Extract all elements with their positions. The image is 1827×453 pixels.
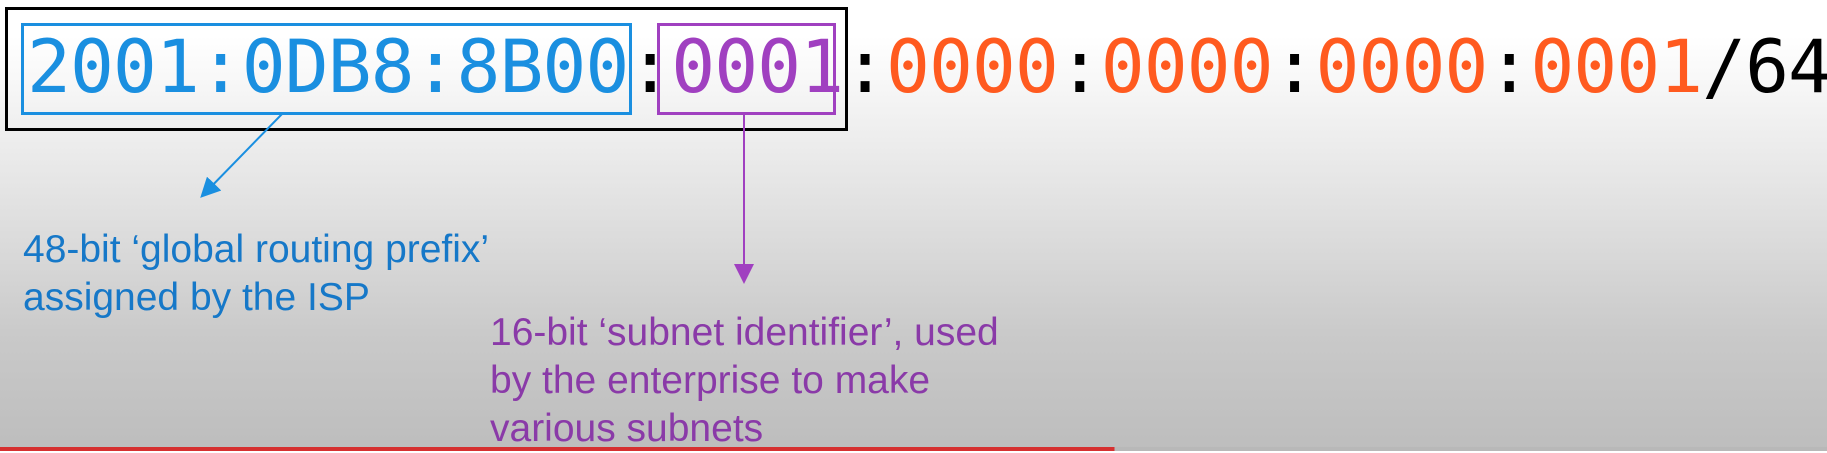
subnet-identifier: 0001 (671, 25, 844, 110)
separator: : (628, 25, 672, 110)
slide-footer-strip (0, 447, 1827, 451)
separator: : (1057, 25, 1102, 110)
subnet-id-box (657, 23, 836, 115)
interface-id-hextet: 0000 (1315, 25, 1489, 110)
interface-id-hextet: 0000 (1100, 25, 1274, 110)
separator: : (843, 25, 887, 110)
subnet-id-annotation: 16-bit ‘subnet identifier’, used by the … (490, 311, 999, 450)
separator: : (1487, 25, 1531, 110)
global-prefix-arrow (200, 113, 283, 198)
network-portion-box (5, 7, 848, 131)
interface-id-hextet: 0001 (1530, 25, 1703, 110)
interface-id-hextet: 0000 (886, 25, 1059, 110)
global-prefix-box (21, 23, 632, 115)
prefix-length: /64 (1702, 25, 1827, 110)
global-routing-prefix: 2001:0DB8:8B00 (27, 25, 629, 110)
separator: : (1272, 25, 1317, 110)
ipv6-address: 2001:0DB8:8B00:0001:0000:0000:0000:0001/… (27, 18, 1827, 118)
global-prefix-annotation: 48-bit ‘global routing prefix’ assigned … (23, 228, 490, 319)
